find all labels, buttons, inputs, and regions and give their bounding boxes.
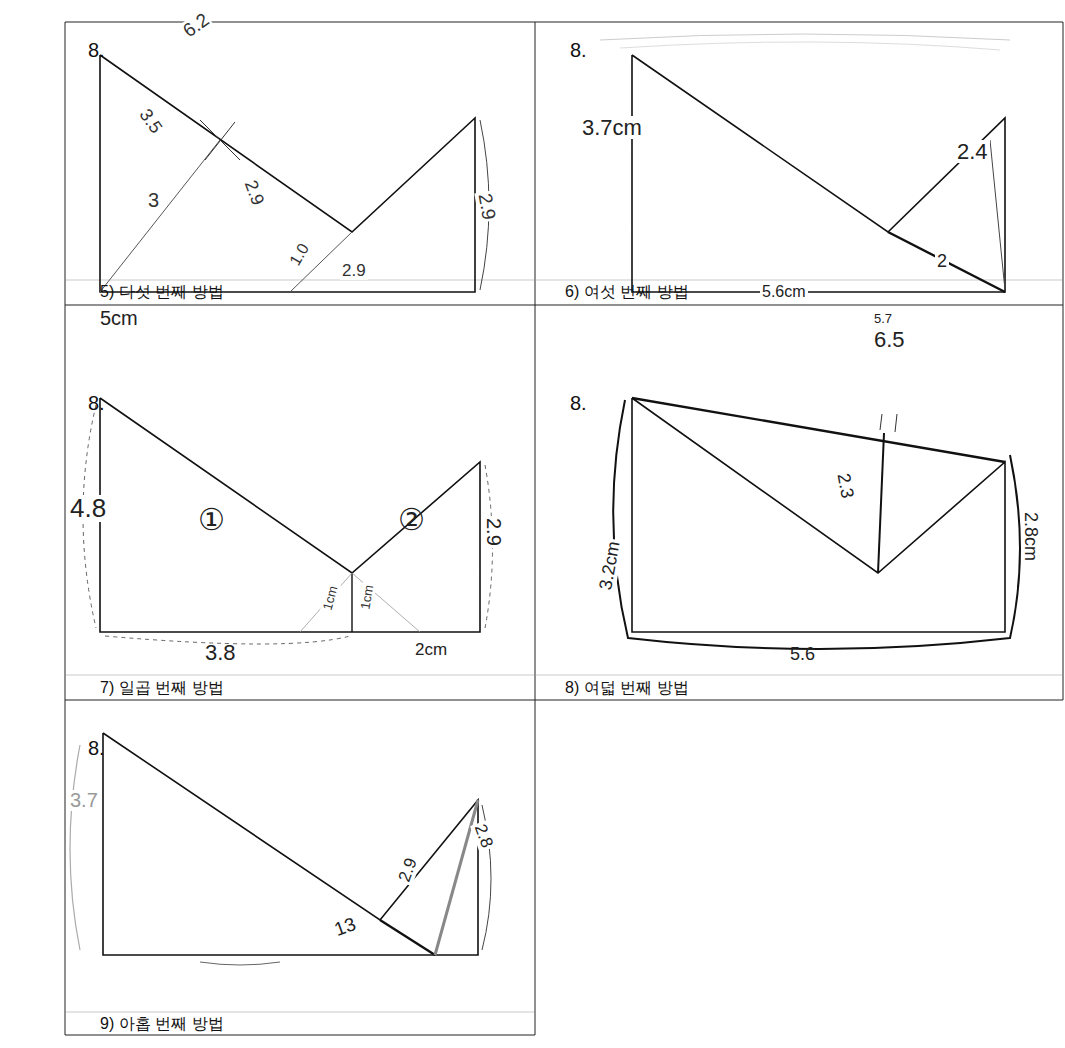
figure-number: 8. [88, 738, 105, 759]
table-grid [65, 22, 1063, 1035]
method-caption: 8) 여덟 번째 방법 [565, 680, 689, 697]
dimension: 3.2cm [596, 538, 624, 594]
dimension: 6.5 [872, 328, 907, 351]
dimension: 6.2 [178, 9, 214, 43]
method-caption: 9) 아홉 번째 방법 [100, 1016, 224, 1033]
dimension: 13 [330, 913, 360, 940]
figure-seven [83, 398, 493, 644]
figure-five [100, 55, 489, 292]
region-number: ① [198, 504, 225, 536]
dimension: 2cm [415, 641, 447, 659]
figure-number: 8. [570, 393, 587, 414]
figure-six [600, 34, 1010, 292]
dimension: 2.9 [340, 262, 368, 280]
dimension: 2.8cm [1021, 510, 1040, 563]
dimension: 5.6 [790, 645, 815, 664]
dimension: 2.4 [955, 140, 990, 163]
dimension: 2.9 [474, 190, 499, 223]
dimension: 1cm [358, 582, 376, 612]
dimension: 2.8 [470, 820, 496, 852]
figure-number: 8. [570, 40, 587, 61]
figure-number: 8. [88, 40, 105, 61]
method-caption: 5) 다섯 번째 방법 [100, 284, 224, 301]
dimension: 5.7 [872, 312, 894, 326]
dimension: 3.7cm [580, 116, 644, 139]
dimension: 1.0 [286, 239, 314, 270]
dimension: 3.5 [135, 104, 167, 139]
dimension: 3 [146, 190, 161, 211]
dimension: 5cm [100, 308, 138, 329]
dimension: 2.9 [240, 176, 268, 210]
dimension: 2.9 [395, 854, 421, 886]
dimension: 4.8 [68, 495, 108, 522]
dimension: 5.6cm [760, 284, 808, 301]
dimension: 1cm [320, 582, 341, 613]
caption-rule [66, 280, 1062, 1012]
figure-nine [70, 733, 491, 965]
dimension: 3.7 [68, 790, 100, 811]
dimension: 3.8 [205, 641, 236, 664]
dimension: 2.3 [833, 470, 857, 502]
dimension: 2.9 [483, 516, 504, 548]
method-caption: 6) 여섯 번째 방법 [565, 284, 689, 301]
figure-number: 8. [88, 393, 105, 414]
method-caption: 7) 일곱 번째 방법 [100, 680, 224, 697]
dimension: 2 [935, 252, 949, 271]
region-number: ② [398, 504, 425, 536]
figure-eight [613, 398, 1020, 649]
